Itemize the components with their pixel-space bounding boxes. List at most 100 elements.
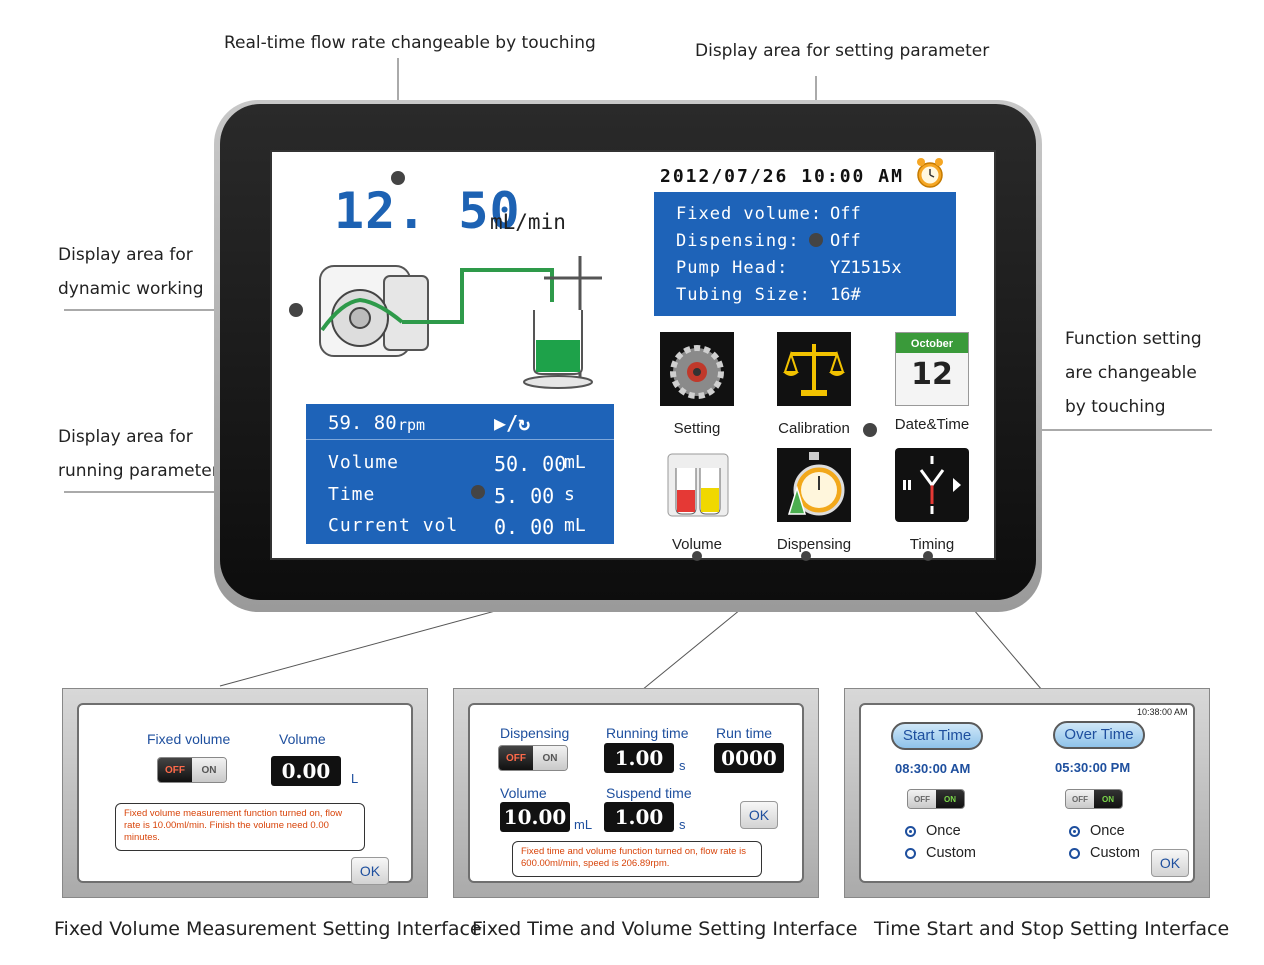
dispensing-label: Dispensing <box>500 725 570 741</box>
caption-fixed-time: Fixed Time and Volume Setting Interface <box>472 918 858 940</box>
suspend-time-unit: s <box>679 817 686 832</box>
callout-text: Display area for <box>58 245 193 265</box>
over-time-toggle[interactable]: OFF ON <box>1065 789 1123 809</box>
function-calibration[interactable]: Calibration <box>764 332 864 437</box>
toggle-on: ON <box>936 790 964 808</box>
function-date-time[interactable]: October 12 Date&Time <box>882 332 982 433</box>
pointer-dot <box>809 233 823 247</box>
run-unit: mL <box>564 515 586 536</box>
run-unit: s <box>564 484 575 505</box>
start-time-value: 08:30:00 AM <box>895 761 971 776</box>
ok-button[interactable]: OK <box>740 801 778 829</box>
run-value: 50. 00 <box>494 452 567 476</box>
calendar-icon: October 12 <box>895 332 969 406</box>
running-parameter-area: 59. 80 rpm ▶/↻ Volume 50. 00 mL Time 5. … <box>306 404 614 544</box>
callout-text: Display area for setting parameter <box>695 41 990 61</box>
flow-rate-value[interactable]: 12. 50 <box>334 182 521 240</box>
start-time-button[interactable]: Start Time <box>891 722 983 750</box>
run-header: 59. 80 rpm ▶/↻ <box>306 404 614 440</box>
toggle-on: ON <box>533 746 567 770</box>
caption-time-start: Time Start and Stop Setting Interface <box>874 918 1230 940</box>
param-value: YZ1515x <box>830 258 902 278</box>
stopwatch-icon <box>777 448 851 522</box>
toggle-off: OFF <box>1066 790 1094 808</box>
pointer-dot <box>801 551 811 561</box>
function-timing[interactable]: Timing <box>882 448 982 553</box>
param-label: Pump Head: <box>676 258 789 278</box>
toggle-on: ON <box>192 758 226 782</box>
dispensing-toggle[interactable]: OFF ON <box>498 745 568 771</box>
radio-label: Once <box>1090 823 1125 839</box>
start-custom-radio[interactable]: Custom <box>905 845 976 861</box>
function-label: Volume <box>671 536 723 553</box>
pointer-dot <box>692 551 702 561</box>
function-label: Dispensing <box>776 536 852 553</box>
callout-setting-parameter: Display area for setting parameter <box>695 34 989 68</box>
suspend-time-value[interactable]: 1.00 <box>604 802 674 832</box>
param-label: Dispensing: <box>676 231 800 251</box>
panel-screen: Dispensing Running time Run time OFF ON … <box>468 703 804 883</box>
callout-flow-rate: Real-time flow rate changeable by touchi… <box>224 26 596 60</box>
callout-text: running parameter <box>58 461 219 481</box>
time-start-stop-panel: 10:38:00 AM Start Time Over Time 08:30:0… <box>844 688 1210 898</box>
run-direction-icon[interactable]: ▶/↻ <box>494 411 531 435</box>
volume-label: Volume <box>279 731 326 747</box>
gear-icon <box>660 332 734 406</box>
toggle-off: OFF <box>499 746 533 770</box>
function-dispensing[interactable]: Dispensing <box>764 448 864 553</box>
fixed-volume-panel: Fixed volume Volume OFF ON 0.00 L Fixed … <box>62 688 428 898</box>
radio-icon <box>1069 847 1080 859</box>
callout-text: Function setting <box>1065 329 1202 349</box>
callout-function: Function setting are changeable by touch… <box>1065 322 1202 424</box>
volume-label: Volume <box>500 785 547 801</box>
fixed-time-volume-panel: Dispensing Running time Run time OFF ON … <box>453 688 819 898</box>
callout-running: Display area for running parameter <box>58 420 219 488</box>
toggle-on: ON <box>1094 790 1122 808</box>
function-volume[interactable]: Volume <box>647 448 747 553</box>
pump-working-illustration <box>319 256 602 389</box>
ok-button[interactable]: OK <box>1151 849 1189 877</box>
function-label: Setting <box>673 420 721 437</box>
toggle-off: OFF <box>908 790 936 808</box>
status-message: Fixed volume measurement function turned… <box>115 803 365 851</box>
run-value: 0. 00 <box>494 515 555 539</box>
over-once-radio[interactable]: Once <box>1069 823 1125 839</box>
run-label: Time <box>328 484 376 505</box>
function-label: Timing <box>909 536 955 553</box>
toggle-off: OFF <box>158 758 192 782</box>
param-value: 16# <box>830 285 861 305</box>
fixed-volume-toggle[interactable]: OFF ON <box>157 757 227 783</box>
callout-text: Display area for <box>58 427 193 447</box>
calendar-month: October <box>896 333 968 353</box>
flow-rate-unit: mL/min <box>490 210 566 234</box>
flasks-icon <box>667 453 729 517</box>
pointer-dot <box>289 303 303 317</box>
rpm-value[interactable]: 59. 80 <box>328 412 397 434</box>
running-time-value[interactable]: 1.00 <box>604 743 674 773</box>
function-label: Date&Time <box>894 416 970 433</box>
volume-value[interactable]: 10.00 <box>500 802 570 832</box>
volume-unit: mL <box>574 817 593 832</box>
function-label: Calibration <box>778 420 850 437</box>
radio-icon <box>905 847 916 859</box>
ok-button[interactable]: OK <box>351 857 389 885</box>
radio-label: Once <box>926 823 961 839</box>
scale-icon <box>777 332 851 406</box>
suspend-time-label: Suspend time <box>606 785 692 801</box>
start-once-radio[interactable]: Once <box>905 823 961 839</box>
rpm-unit: rpm <box>398 416 426 434</box>
run-time-value[interactable]: 0000 <box>714 743 784 773</box>
callout-text: Real-time flow rate changeable by touchi… <box>224 33 596 53</box>
over-time-button[interactable]: Over Time <box>1053 721 1145 749</box>
radio-label: Custom <box>1090 845 1140 861</box>
volume-value[interactable]: 0.00 <box>271 756 341 786</box>
start-time-toggle[interactable]: OFF ON <box>907 789 965 809</box>
callout-text: by touching <box>1065 397 1166 417</box>
function-setting[interactable]: Setting <box>647 332 747 437</box>
volume-unit: L <box>351 771 359 786</box>
setting-parameter-area: Fixed volume: Off Dispensing: Off Pump H… <box>654 192 956 316</box>
over-custom-radio[interactable]: Custom <box>1069 845 1140 861</box>
panel-screen: 10:38:00 AM Start Time Over Time 08:30:0… <box>859 703 1195 883</box>
param-value: Off <box>830 231 861 251</box>
param-label: Fixed volume: <box>676 204 823 224</box>
